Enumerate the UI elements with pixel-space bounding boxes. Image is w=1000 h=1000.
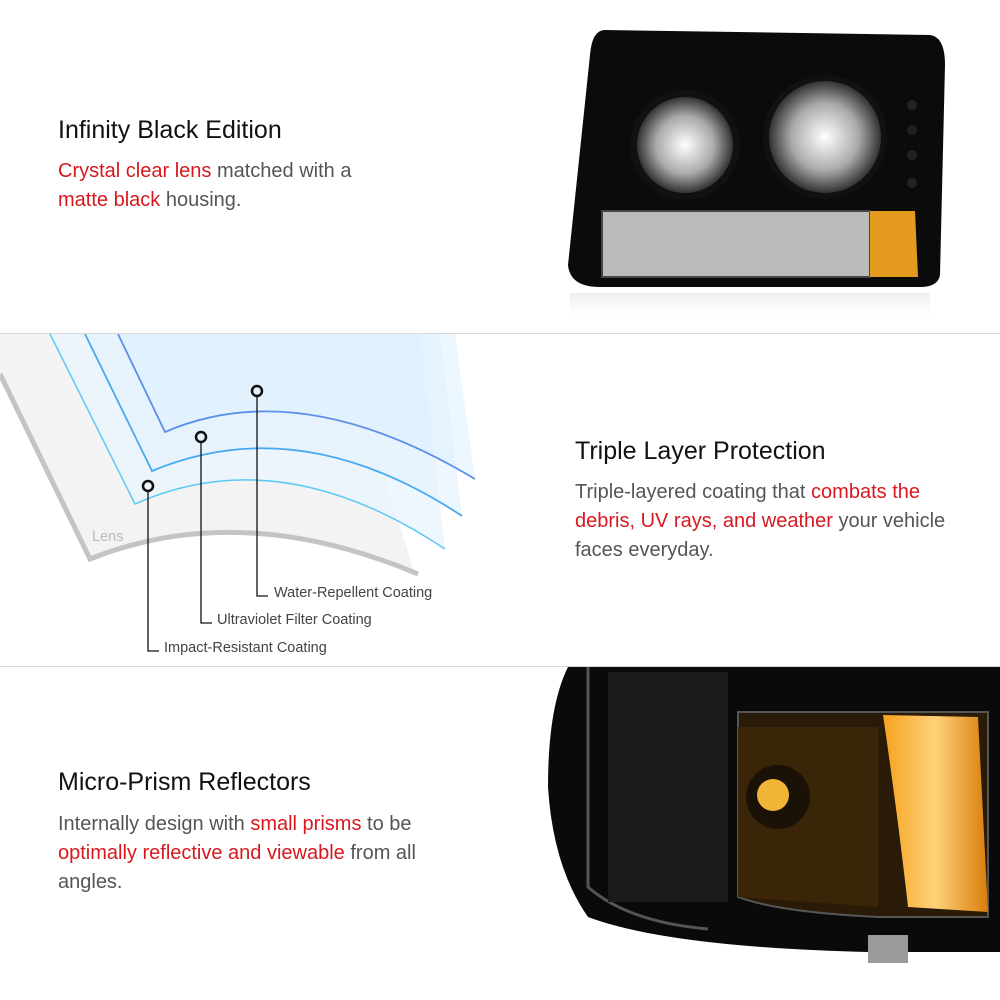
body-text: matched with a	[211, 160, 352, 182]
highlight-text: optimally reflective and viewable	[58, 842, 345, 864]
body-text: from all angles.	[58, 842, 416, 893]
section-divider	[0, 666, 1000, 667]
callout-water-repellent	[141, 384, 268, 652]
body-text: Triple-layered coating that	[575, 481, 812, 503]
headlight-front-image	[568, 30, 945, 323]
section-body: Internally design with small prisms to b…	[58, 810, 428, 897]
highlight-text: combats the debris, UV rays, and weather	[575, 481, 920, 532]
section-title: Infinity Black Edition	[58, 116, 282, 144]
coating-layers-diagram: Lens Water-Repellent Coating Ultraviolet…	[0, 334, 476, 656]
body-text: Internally design with	[58, 813, 251, 835]
highlight-text: Crystal clear lens	[58, 160, 212, 182]
highlight-text: matte black	[58, 189, 161, 211]
section-divider	[0, 333, 1000, 334]
body-text: housing.	[160, 189, 242, 211]
headlight-closeup-image	[548, 667, 1000, 963]
section-body: Crystal clear lens matched with a matte …	[58, 157, 398, 215]
lens-label: Lens	[92, 529, 123, 545]
section-body: Triple-layered coating that combats the …	[575, 478, 955, 565]
body-text: your vehicle faces everyday.	[575, 510, 946, 561]
layer-label-impact-resistant: Impact-Resistant Coating	[164, 640, 327, 656]
section-title: Micro-Prism Reflectors	[58, 768, 311, 796]
highlight-text: small prisms	[250, 813, 362, 835]
body-text: to be	[361, 813, 412, 835]
layer-label-water-repellent: Water-Repellent Coating	[274, 585, 432, 601]
section-title: Triple Layer Protection	[575, 437, 826, 465]
layer-label-ultraviolet: Ultraviolet Filter Coating	[217, 612, 372, 628]
